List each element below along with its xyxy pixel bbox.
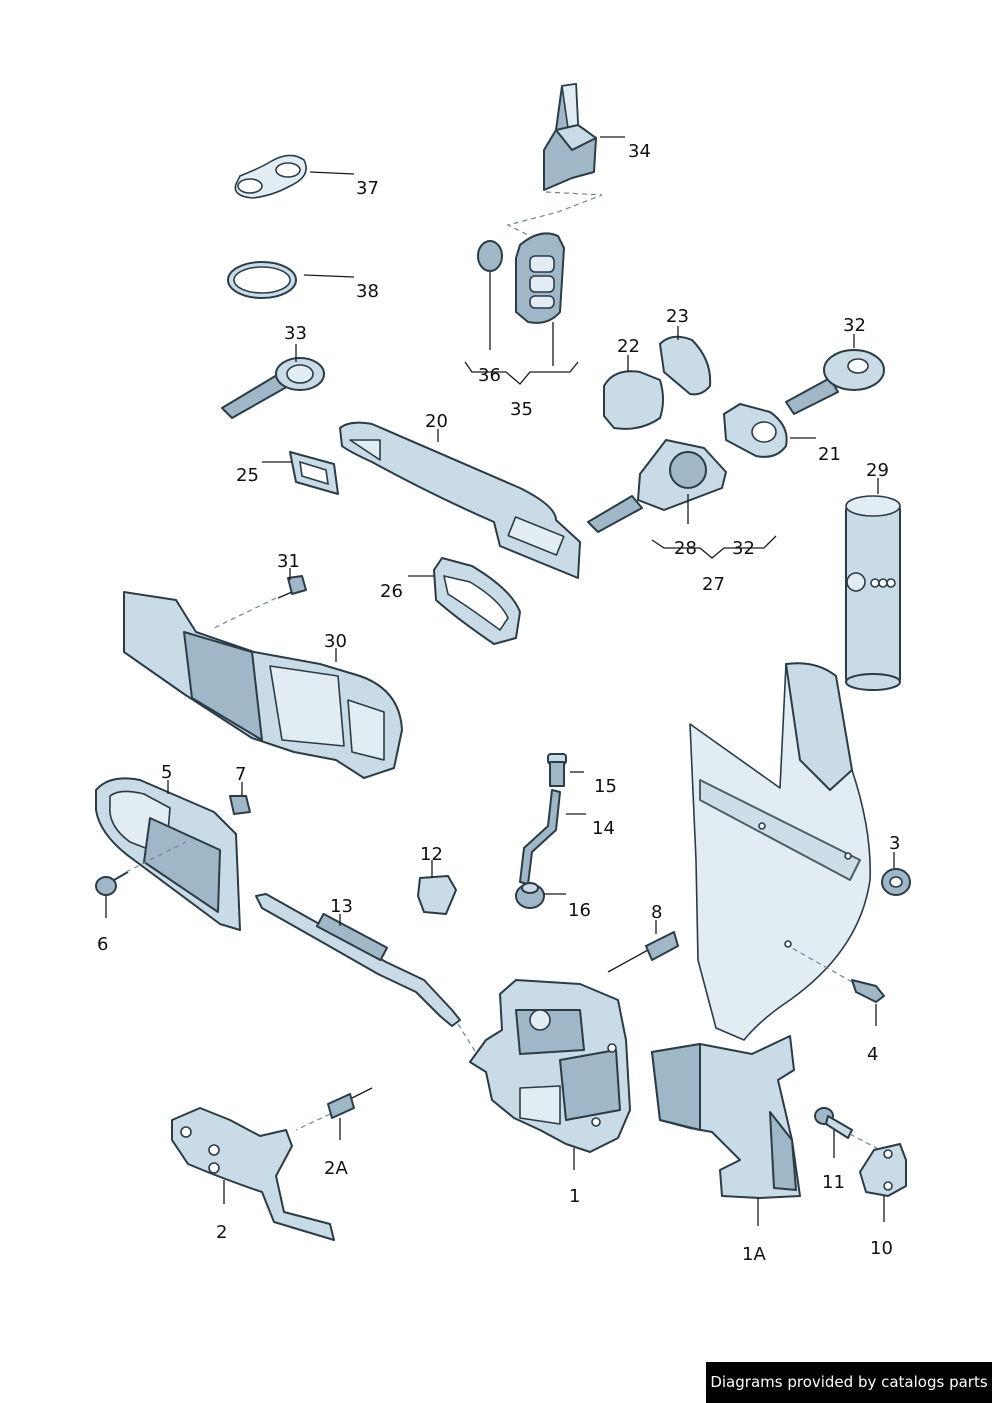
clip-part-12: [417, 875, 457, 915]
callout-3: 3: [889, 833, 900, 854]
callout-30: 30: [324, 631, 347, 652]
door-lock-part-1: [469, 979, 631, 1153]
cover-part-23: [659, 335, 712, 396]
callout-21: 21: [818, 444, 841, 465]
callout-28: 28: [674, 538, 697, 559]
lock-cap-part-22: [603, 370, 664, 430]
striker-plate-part-10: [859, 1143, 907, 1197]
callout-36: 36: [478, 365, 501, 386]
callout-4: 4: [867, 1044, 878, 1065]
inner-handle-part-5: [95, 777, 241, 931]
pin-part-2A: [327, 1087, 373, 1119]
callout-8: 8: [651, 902, 662, 923]
callout-15: 15: [594, 776, 617, 797]
screw-part-31: [277, 575, 307, 599]
callout-1A: 1A: [742, 1244, 766, 1265]
rod-part-14: [519, 789, 561, 885]
key-blade-part-34: [543, 83, 597, 191]
callout-16: 16: [568, 900, 591, 921]
key-remote-part-35: [515, 232, 565, 324]
bracket-part-2: [171, 1107, 335, 1241]
callout-12: 12: [420, 844, 443, 865]
callout-10: 10: [870, 1238, 893, 1259]
cable-part-13: [255, 893, 461, 1027]
callout-11: 11: [822, 1172, 845, 1193]
callout-14: 14: [592, 818, 615, 839]
leader-lines: [105, 136, 895, 1226]
callout-32-set: 32: [732, 538, 755, 559]
lock-cylinder-part-28: [587, 439, 727, 533]
bolt-part-15: [547, 753, 567, 787]
callout-26: 26: [380, 581, 403, 602]
callout-22: 22: [617, 336, 640, 357]
nut-part-3: [881, 868, 911, 896]
door-panel: [689, 662, 871, 1041]
screw-part-6: [95, 871, 129, 896]
callout-33: 33: [284, 323, 307, 344]
callout-7: 7: [235, 764, 246, 785]
bracket-part-1A: [651, 1035, 801, 1199]
grease-can-part-29: [845, 495, 901, 691]
callout-37: 37: [356, 178, 379, 199]
key-part-33: [221, 357, 325, 419]
callout-5: 5: [161, 762, 172, 783]
callout-38: 38: [356, 281, 379, 302]
callout-34: 34: [628, 141, 651, 162]
callout-29: 29: [866, 460, 889, 481]
callout-6: 6: [97, 934, 108, 955]
diagram-credit: Diagrams provided by catalogs parts: [706, 1362, 992, 1403]
screw-part-11: [814, 1107, 853, 1139]
grommet-part-16: [515, 882, 545, 909]
bolt-part-4: [851, 979, 885, 1003]
connector-part-8: [607, 931, 679, 973]
callout-35: 35: [510, 399, 533, 420]
callout-1: 1: [569, 1186, 580, 1207]
callout-23: 23: [666, 306, 689, 327]
key-part-32: [785, 349, 885, 415]
callout-32-key: 32: [843, 315, 866, 336]
callout-31: 31: [277, 551, 300, 572]
callout-20: 20: [425, 411, 448, 432]
callout-labels: 34 37 38 33 36 35 22 23 32 21 20 25 29 2…: [97, 141, 900, 1265]
callout-25: 25: [236, 465, 259, 486]
handle-carrier-part-30: [123, 591, 403, 779]
clip-part-7: [229, 795, 251, 815]
callout-2: 2: [216, 1222, 227, 1243]
callout-13: 13: [330, 896, 353, 917]
callout-2A: 2A: [324, 1158, 348, 1179]
seal-disc-part-36: [477, 240, 503, 272]
callout-27: 27: [702, 574, 725, 595]
